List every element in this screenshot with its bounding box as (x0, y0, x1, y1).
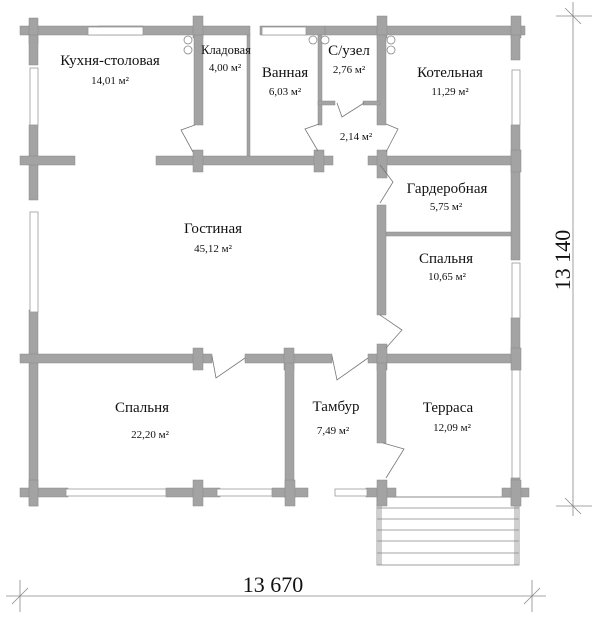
room-name-pantry: Кладовая (201, 43, 251, 57)
room-name-bathroom: Ванная (262, 65, 308, 81)
room-area-hall: 2,14 м² (340, 131, 373, 143)
room-name-kitchen: Кухня-столовая (60, 53, 160, 69)
window-kotelnaya-right (511, 69, 521, 126)
window-spalnya-bottom-1 (65, 488, 167, 497)
width-dimension-label: 13 670 (243, 572, 304, 597)
room-name-bedroom-small: Спальня (419, 251, 473, 267)
door-kitchen (180, 124, 196, 153)
dimension-width: 13 670 (6, 572, 546, 612)
vent-icon (183, 35, 193, 45)
door-hall-right (385, 123, 399, 153)
door-hall-left (304, 123, 320, 152)
room-area-bathroom: 6,03 м² (269, 86, 302, 98)
vent-icon (386, 45, 396, 55)
room-area-terrace: 12,09 м² (433, 422, 471, 434)
door-tambur (331, 355, 369, 381)
room-labels: Кухня-столовая 14,01 м² Кладовая 4,00 м²… (60, 43, 487, 441)
room-name-terrace: Терраса (423, 400, 474, 416)
window-tambur-bottom (334, 488, 368, 497)
door-spalnya-small (379, 314, 403, 349)
window-vannaya-top (261, 26, 307, 36)
room-area-wc: 2,76 м² (333, 64, 366, 76)
window-gostinaya-left (29, 211, 39, 313)
room-area-kitchen: 14,01 м² (91, 75, 129, 87)
room-area-wardrobe: 5,75 м² (430, 201, 463, 213)
window-spalnya-right (511, 262, 521, 319)
room-name-wc: С/узел (328, 43, 370, 59)
room-area-bedroom-small: 10,65 м² (428, 271, 466, 283)
room-name-vestibule: Тамбур (313, 399, 360, 415)
window-kitchen-top (87, 26, 144, 36)
door-s-uzel (336, 102, 365, 118)
room-name-living: Гостиная (184, 221, 242, 237)
height-dimension-label: 13 140 (550, 230, 575, 291)
dimension-height: 13 140 (550, 2, 592, 516)
window-spalnya-bottom-2 (216, 488, 273, 497)
room-area-boiler: 11,29 м² (431, 86, 469, 98)
window-kitchen-left (29, 67, 39, 126)
door-gostinaya-spalnya (211, 355, 246, 379)
doors (180, 102, 405, 479)
window-terrace-right (511, 369, 521, 479)
vent-icon (183, 45, 193, 55)
room-area-vestibule: 7,49 м² (317, 425, 350, 437)
door-terrace (382, 442, 405, 479)
windows (29, 26, 521, 497)
terrace-stairs (376, 496, 520, 566)
vent-icon (386, 35, 396, 45)
room-area-bedroom-large: 22,20 м² (131, 429, 169, 441)
vent-icon (308, 35, 318, 45)
room-area-living: 45,12 м² (194, 243, 232, 255)
door-garderobnaya (379, 164, 394, 204)
vent-circles (183, 35, 396, 55)
vent-icon (320, 35, 330, 45)
room-area-pantry: 4,00 м² (209, 62, 242, 74)
room-name-bedroom-large: Спальня (115, 400, 169, 416)
room-name-boiler: Котельная (417, 65, 483, 81)
room-name-wardrobe: Гардеробная (407, 181, 488, 197)
